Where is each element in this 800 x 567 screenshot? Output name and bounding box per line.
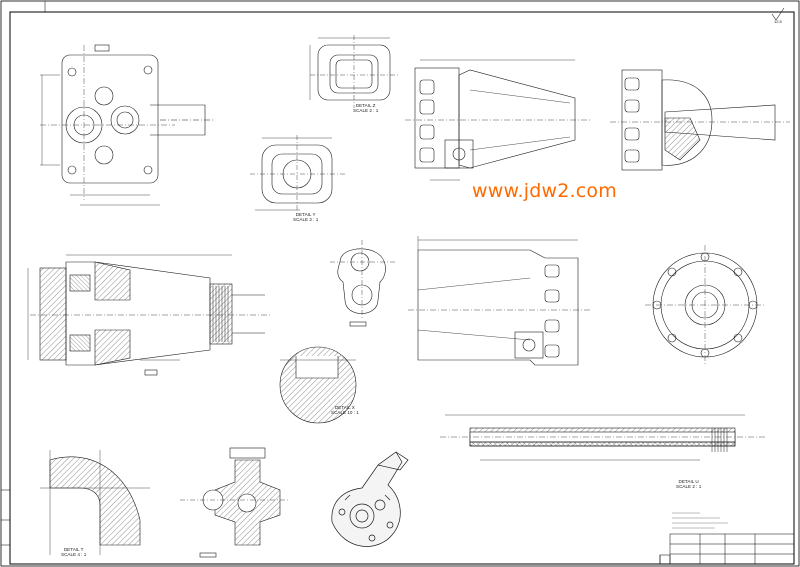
section-view-top-right xyxy=(610,69,790,171)
detail-z-title: DETAIL Z xyxy=(355,103,376,108)
roughness-symbol-icon xyxy=(771,7,785,21)
cross-section-part-view xyxy=(180,447,290,558)
side-view-top-center xyxy=(405,59,590,181)
detail-t-label: DETAIL T SCALE 4 : 1 xyxy=(61,547,87,557)
detail-z-label: DETAIL Z SCALE 2 : 1 xyxy=(353,103,379,113)
detail-x-label: DETAIL X SCALE 10 : 1 xyxy=(331,405,359,415)
detail-z-scale: SCALE 2 : 1 xyxy=(353,107,379,113)
detail-u-scale: SCALE 2 : 1 xyxy=(676,483,702,489)
detail-z-view xyxy=(309,35,398,108)
detail-y-view xyxy=(250,135,345,212)
detail-y-label: DETAIL Y SCALE 2 : 1 xyxy=(293,212,319,222)
side-view-middle-center xyxy=(408,236,590,366)
front-view-top-left xyxy=(40,44,215,206)
detail-u-view xyxy=(440,414,765,461)
technical-notes-block xyxy=(672,512,728,529)
detail-u-label: DETAIL U SCALE 2 : 1 xyxy=(676,479,702,489)
circular-flange-view xyxy=(645,245,765,365)
detail-y-title: DETAIL Y xyxy=(295,212,316,217)
keyhole-profile-view xyxy=(330,240,395,327)
watermark-text: www.jdw2.com xyxy=(472,180,617,202)
detail-t-title: DETAIL T xyxy=(63,547,84,552)
roughness-value: 12.5 xyxy=(774,19,782,24)
long-section-view-middle-left xyxy=(27,254,272,376)
detail-x-scale: SCALE 10 : 1 xyxy=(331,409,359,415)
isometric-render xyxy=(331,451,409,547)
detail-t-view xyxy=(40,450,150,555)
detail-y-scale: SCALE 2 : 1 xyxy=(293,216,319,222)
title-block-table xyxy=(659,533,795,565)
detail-t-scale: SCALE 4 : 1 xyxy=(61,551,87,557)
detail-x-title: DETAIL X xyxy=(334,405,355,410)
detail-x-view xyxy=(279,346,357,424)
detail-u-title: DETAIL U xyxy=(678,479,699,484)
